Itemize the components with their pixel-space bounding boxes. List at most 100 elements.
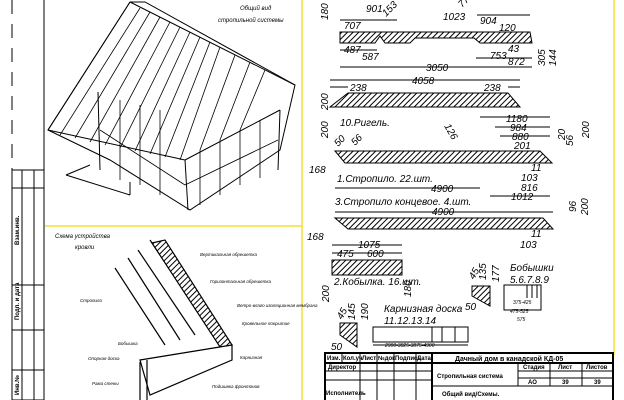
end-rafter-label: 3.Стропило концевое. 4.шт. xyxy=(335,197,471,208)
dim-label: 753 xyxy=(490,51,507,62)
roof-label: Вертикальная обрешетка xyxy=(200,252,257,257)
dim-label: 50 xyxy=(331,342,343,353)
stage-label: Стадия xyxy=(523,365,545,371)
dim-label: 201 xyxy=(513,141,531,152)
dim-label: 1012 xyxy=(511,192,534,203)
stamp-label: Инв.№ xyxy=(14,375,21,395)
tb-header: Подпись xyxy=(395,356,421,362)
rafter-label: 1.Стропило. 22.шт. xyxy=(337,174,433,185)
dim-label: 984 xyxy=(510,123,527,134)
sheet-label: Лист xyxy=(558,365,572,371)
sheet-frame: Взам.инв. Подп. и дата Инв.№ xyxy=(11,0,615,400)
dim-label: 200 xyxy=(320,93,331,111)
dim-label: 145 xyxy=(347,303,358,320)
tb-header: Кол.уч xyxy=(343,356,363,362)
sheet-value: 39 xyxy=(562,380,569,386)
dim-label: 3050 xyxy=(426,63,449,74)
dim-label: 11 xyxy=(531,229,541,240)
roof-label: Стропило xyxy=(80,298,102,303)
stamp-label: Подп. и дата xyxy=(15,282,21,320)
dim-label: 475 xyxy=(337,249,354,260)
dim-label: 177 xyxy=(491,265,502,282)
title-block: Изм. Кол.уч Лист №док Подпись Дата Дачны… xyxy=(324,352,614,400)
roof-scheme-title: Схема устройства xyxy=(55,233,111,240)
dim-label: 43 xyxy=(508,44,520,55)
roof-label: Карнизная xyxy=(240,355,263,360)
dim-label: 45 xyxy=(335,306,350,322)
dim-label: 600 xyxy=(367,249,384,260)
dim-label: 1075 xyxy=(358,240,381,251)
dim-label: 707 xyxy=(344,21,361,32)
dim-label: 120 xyxy=(499,23,516,34)
dim-label: 45 xyxy=(467,266,482,282)
dim-label: 153 xyxy=(380,0,400,19)
dim-label: 587 xyxy=(362,52,379,63)
dim-label: 575 xyxy=(517,317,526,323)
sheets-label: Листов xyxy=(586,365,608,371)
dim-label: 4900 xyxy=(431,184,454,195)
dim-label: 56 xyxy=(565,134,576,146)
roof-label: Горизонтальная обрешетка xyxy=(210,279,272,284)
part-crossbar: 200 4058 238 238 10.Ригель. xyxy=(320,76,522,129)
dim-label: 200 xyxy=(321,285,332,303)
dim-label: 904 xyxy=(480,16,497,27)
general-view-drawing: Общий вид стропильной системы xyxy=(47,1,296,211)
dim-label: 238 xyxy=(483,83,501,94)
dim-label: 135 xyxy=(478,263,489,280)
director-label: Директор xyxy=(328,365,356,371)
dim-label: 126 xyxy=(441,122,459,142)
dim-label: 4058 xyxy=(412,76,435,87)
roof-label: Подшивка фронтонов xyxy=(212,384,260,389)
dim-label: 880 xyxy=(512,132,529,143)
tb-header: №док xyxy=(378,355,395,362)
executor-label: Исполнитель xyxy=(326,391,366,397)
dim-label: 50 xyxy=(465,302,477,313)
sheet-name: Стропильная система xyxy=(437,374,503,380)
dim-label: 816 xyxy=(521,183,538,194)
dim-label: 11 xyxy=(531,163,541,174)
sheets-value: 39 xyxy=(594,380,601,386)
dim-label: 375-425 xyxy=(513,300,532,306)
dim-label: 144 xyxy=(548,49,559,66)
stage-value: АО xyxy=(528,380,537,386)
dim-label: 305 xyxy=(537,49,548,66)
sheet-subtitle: Общий вид/Схемы. xyxy=(442,391,500,398)
tb-header: Изм. xyxy=(327,356,341,362)
dim-label: 96 xyxy=(568,200,579,212)
general-view-subtitle: стропильной системы xyxy=(218,17,284,24)
general-view-title: Общий вид xyxy=(240,5,272,12)
part-filly: 1075 475 600 200 180 2.Кобылка. 16.шт. xyxy=(321,240,421,303)
filly-label: 2.Кобылка. 16.шт. xyxy=(333,276,421,288)
dim-label: 200 xyxy=(581,121,592,139)
roof-label: Бобышка xyxy=(118,341,138,346)
dim-label: 872 xyxy=(508,57,525,68)
roof-scheme-subtitle: кровли xyxy=(75,245,95,251)
dim-label: 180 xyxy=(403,280,414,297)
part-end-rafter: 3.Стропило концевое. 4.шт. 4900 96 200 1… xyxy=(307,197,591,251)
eave-board-label: Карнизная доска xyxy=(384,304,463,315)
roof-label: Рама стены xyxy=(92,381,119,386)
blocks-label: Бобышки xyxy=(510,262,554,274)
part-eave-board: Карнизная доска 11.12.13.14 45 145 190 5… xyxy=(331,303,469,353)
dim-label: 4900 xyxy=(432,207,455,218)
stamp-label: Взам.инв. xyxy=(15,215,21,245)
dim-label: 103 xyxy=(521,173,538,184)
tb-header: Дата xyxy=(417,356,432,362)
dim-label: 200 xyxy=(320,121,331,139)
blocks-number: 5.6.7.8.9 xyxy=(510,275,549,286)
dim-label: 1180 xyxy=(506,114,528,125)
dim-label: 238 xyxy=(349,83,367,94)
dim-label: 180 xyxy=(320,3,331,20)
part-top-rafter: 180 901 153 707 487 587 3050 1023 77 904… xyxy=(320,0,559,74)
roof-label: Кровельное покрытие xyxy=(242,321,290,326)
roof-scheme-drawing: Схема устройства кровли Вертикальная обр… xyxy=(55,233,318,400)
roof-label: Ветро-влаго изоляционная мембрана xyxy=(237,303,318,308)
project-title: Дачный дом в канадской КД-05 xyxy=(455,355,563,363)
dim-label: 77 xyxy=(456,0,472,10)
dim-label: 168 xyxy=(307,232,324,243)
dim-label: 20 xyxy=(557,128,568,141)
dim-label: 200 xyxy=(580,198,591,216)
dim-label: 475-525 xyxy=(510,309,529,315)
dim-label: 56 xyxy=(349,132,365,148)
